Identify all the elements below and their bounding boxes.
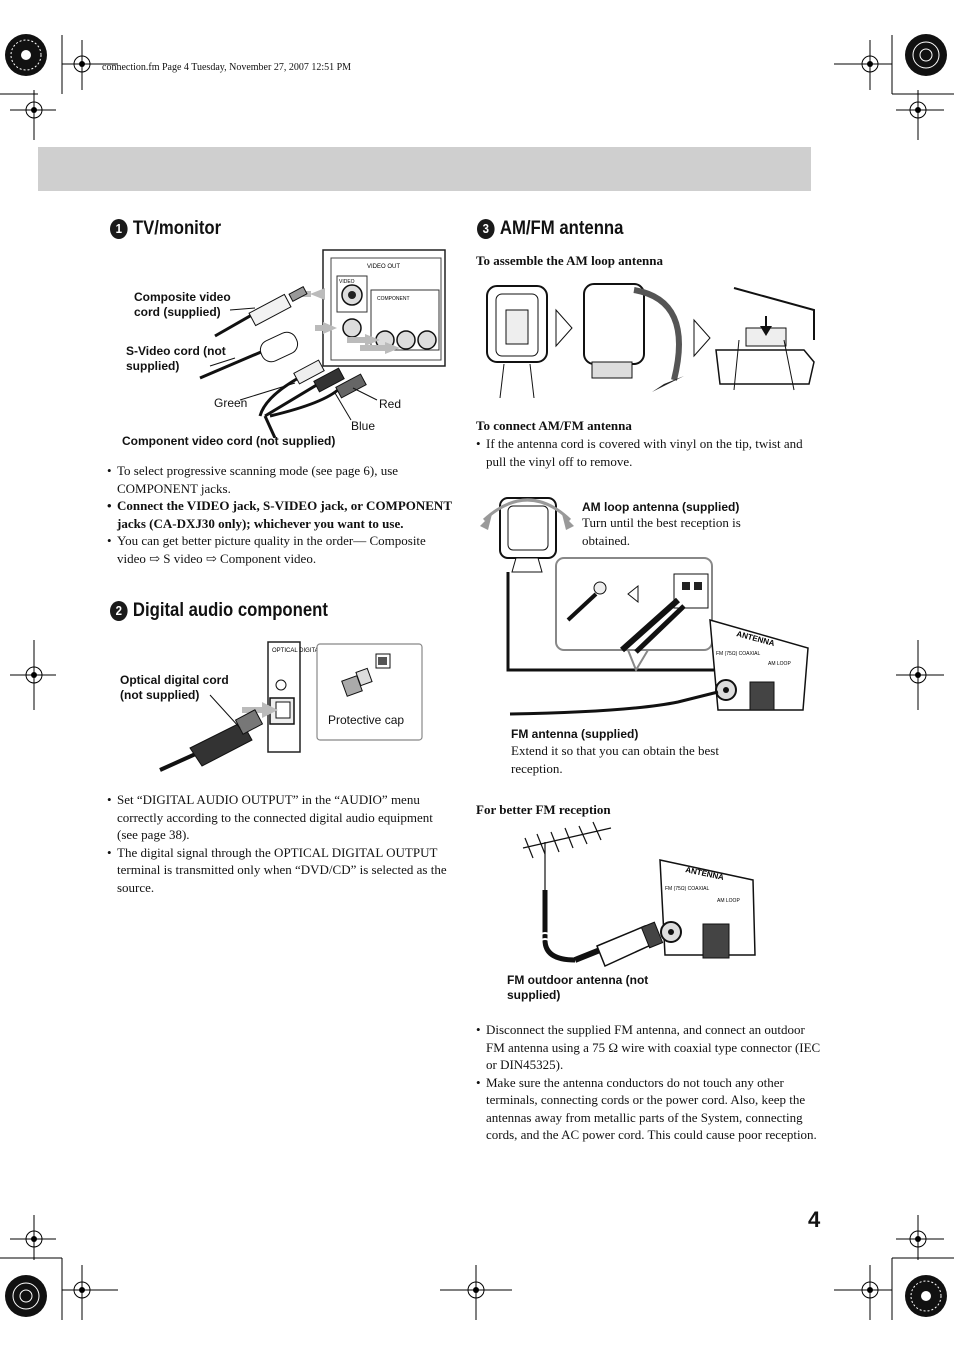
tv-connection-illustration: VIDEO OUT VIDEO COMPONENT: [199, 249, 446, 438]
header-band: [38, 147, 811, 191]
page-number: 4: [808, 1207, 821, 1232]
outdoor-antenna-label: FM outdoor antenna (not supplied): [507, 973, 649, 1002]
fm-antenna-text: Extend it so that you can obtain the bes…: [511, 743, 719, 776]
am-antenna-label: AM loop antenna (supplied): [582, 500, 740, 514]
panel-component-label: COMPONENT: [377, 296, 410, 302]
list-item: You can get better picture quality in th…: [107, 532, 454, 567]
svideo-cord-label: S-Video cord (not supplied): [126, 344, 226, 373]
list-item: Connect the VIDEO jack, S-VIDEO jack, or…: [107, 497, 454, 532]
connect-bullets: If the antenna cord is covered with viny…: [476, 435, 822, 470]
section-title: AM/FM antenna: [499, 218, 624, 239]
outdoor-antenna-illustration: ANTENNA FM (75Ω) COAXIAL AM LOOP: [522, 821, 756, 968]
outdoor-panel-fm-label: FM (75Ω) COAXIAL: [665, 886, 710, 892]
antenna-connection-illustration: ANTENNA FM (75Ω) COAXIAL AM LOOP: [480, 497, 809, 716]
section-2-heading: 2 Digital audio component: [110, 600, 328, 622]
panel-optical-label: OPTICAL DIGITAL OUTPUT: [272, 648, 348, 654]
connect-title: To connect AM/FM antenna: [476, 418, 632, 433]
am-antenna-text: Turn until the best reception is obtaine…: [582, 515, 741, 548]
list-item: Disconnect the supplied FM antenna, and …: [476, 1021, 822, 1074]
section-title: TV/monitor: [132, 218, 222, 239]
assemble-title: To assemble the AM loop antenna: [476, 253, 663, 268]
composite-cord-label: Composite video cord (supplied): [134, 290, 231, 319]
component-cord-label: Component video cord (not supplied): [122, 434, 336, 448]
protective-cap-label: Protective cap: [328, 713, 405, 727]
blue-label: Blue: [351, 419, 376, 433]
section-3-bullets: Disconnect the supplied FM antenna, and …: [476, 1021, 822, 1144]
list-item: The digital signal through the OPTICAL D…: [107, 844, 454, 897]
fm-antenna-label: FM antenna (supplied): [511, 727, 639, 741]
optical-cord-label: Optical digital cord (not supplied): [120, 673, 229, 702]
section-1-bullets: To select progressive scanning mode (see…: [107, 462, 454, 567]
panel-video-label: VIDEO: [339, 279, 355, 285]
green-label: Green: [214, 396, 248, 410]
better-fm-title: For better FM reception: [476, 802, 611, 817]
list-item: Set “DIGITAL AUDIO OUTPUT” in the “AUDIO…: [107, 791, 454, 844]
panel-fm-label: FM (75Ω) COAXIAL: [716, 651, 761, 657]
panel-am-label: AM LOOP: [768, 661, 791, 667]
list-item: If the antenna cord is covered with viny…: [476, 435, 822, 470]
section-2-bullets: Set “DIGITAL AUDIO OUTPUT” in the “AUDIO…: [107, 791, 454, 896]
list-item: Make sure the antenna conductors do not …: [476, 1074, 822, 1144]
section-title: Digital audio component: [132, 600, 328, 621]
red-label: Red: [379, 397, 402, 411]
outdoor-panel-am-label: AM LOOP: [717, 898, 740, 904]
section-1-heading: 1 TV/monitor: [110, 218, 221, 240]
section-number: 1: [110, 219, 128, 239]
panel-video-out-label: VIDEO OUT: [367, 264, 400, 270]
am-assembly-illustration: [486, 283, 815, 399]
section-3-heading: 3 AM/FM antenna: [477, 218, 623, 240]
file-info: connection.fm Page 4 Tuesday, November 2…: [102, 62, 352, 73]
list-item: To select progressive scanning mode (see…: [107, 462, 454, 497]
section-number: 3: [477, 219, 495, 239]
optical-connection-illustration: OPTICAL DIGITAL OUTPUT: [159, 641, 423, 772]
section-number: 2: [110, 601, 128, 621]
